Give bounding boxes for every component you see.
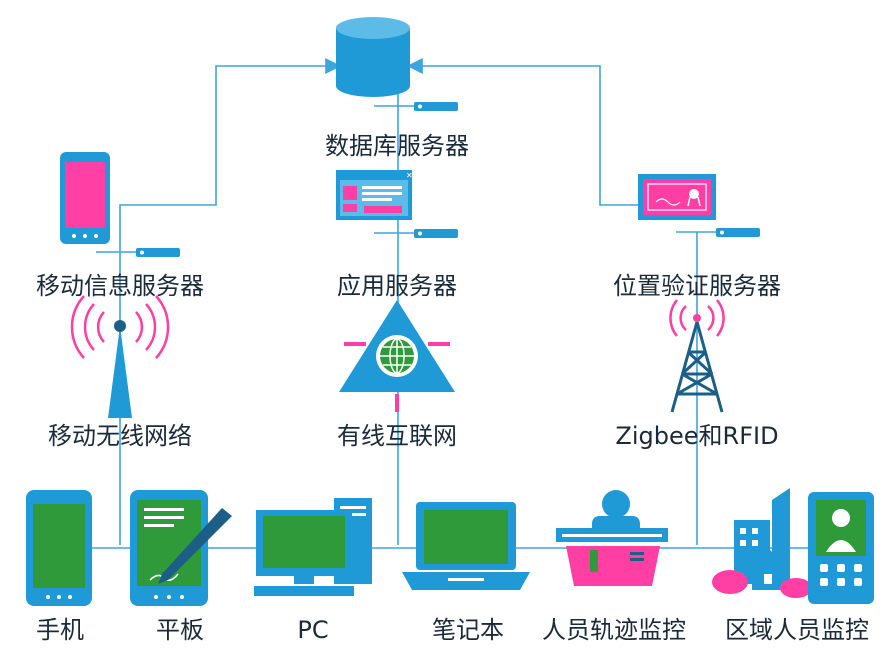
line-mobile-to-db	[119, 58, 342, 545]
label-wired-internet: 有线互联网	[337, 422, 457, 450]
label-database-server: 数据库服务器	[325, 132, 469, 160]
wireless-antenna-icon	[70, 295, 170, 418]
label-person-tracking: 人员轨迹监控	[542, 616, 686, 644]
area-monitoring-icon	[712, 488, 874, 604]
label-pc: PC	[297, 616, 329, 644]
label-mobile-info-server: 移动信息服务器	[36, 272, 204, 300]
label-area-monitoring: 区域人员监控	[725, 616, 869, 644]
label-mobile-wireless-network: 移动无线网络	[48, 422, 192, 450]
label-laptop: 笔记本	[432, 616, 504, 644]
rfid-tower-icon	[669, 299, 725, 413]
database-icon	[336, 17, 410, 97]
person-tracking-icon	[556, 490, 668, 586]
laptop-icon	[402, 502, 530, 590]
mobile-server-unit-icon	[96, 248, 180, 257]
location-server-unit-icon	[676, 228, 760, 237]
application-window-icon: ✕	[336, 170, 413, 220]
pc-icon	[254, 498, 372, 596]
db-server-unit-icon	[374, 102, 458, 111]
label-application-server: 应用服务器	[337, 272, 457, 300]
label-tablet: 平板	[156, 616, 204, 644]
label-location-auth-server: 位置验证服务器	[613, 272, 781, 300]
certificate-icon	[638, 174, 716, 220]
internet-globe-icon	[339, 300, 455, 412]
label-phone: 手机	[36, 616, 84, 644]
pen-icon	[158, 508, 232, 584]
app-server-unit-icon	[374, 229, 458, 238]
svg-text:✕: ✕	[406, 171, 413, 180]
phone-icon	[26, 490, 92, 606]
mobile-server-phone-icon	[60, 152, 110, 244]
label-zigbee-rfid: Zigbee和RFID	[615, 422, 779, 450]
